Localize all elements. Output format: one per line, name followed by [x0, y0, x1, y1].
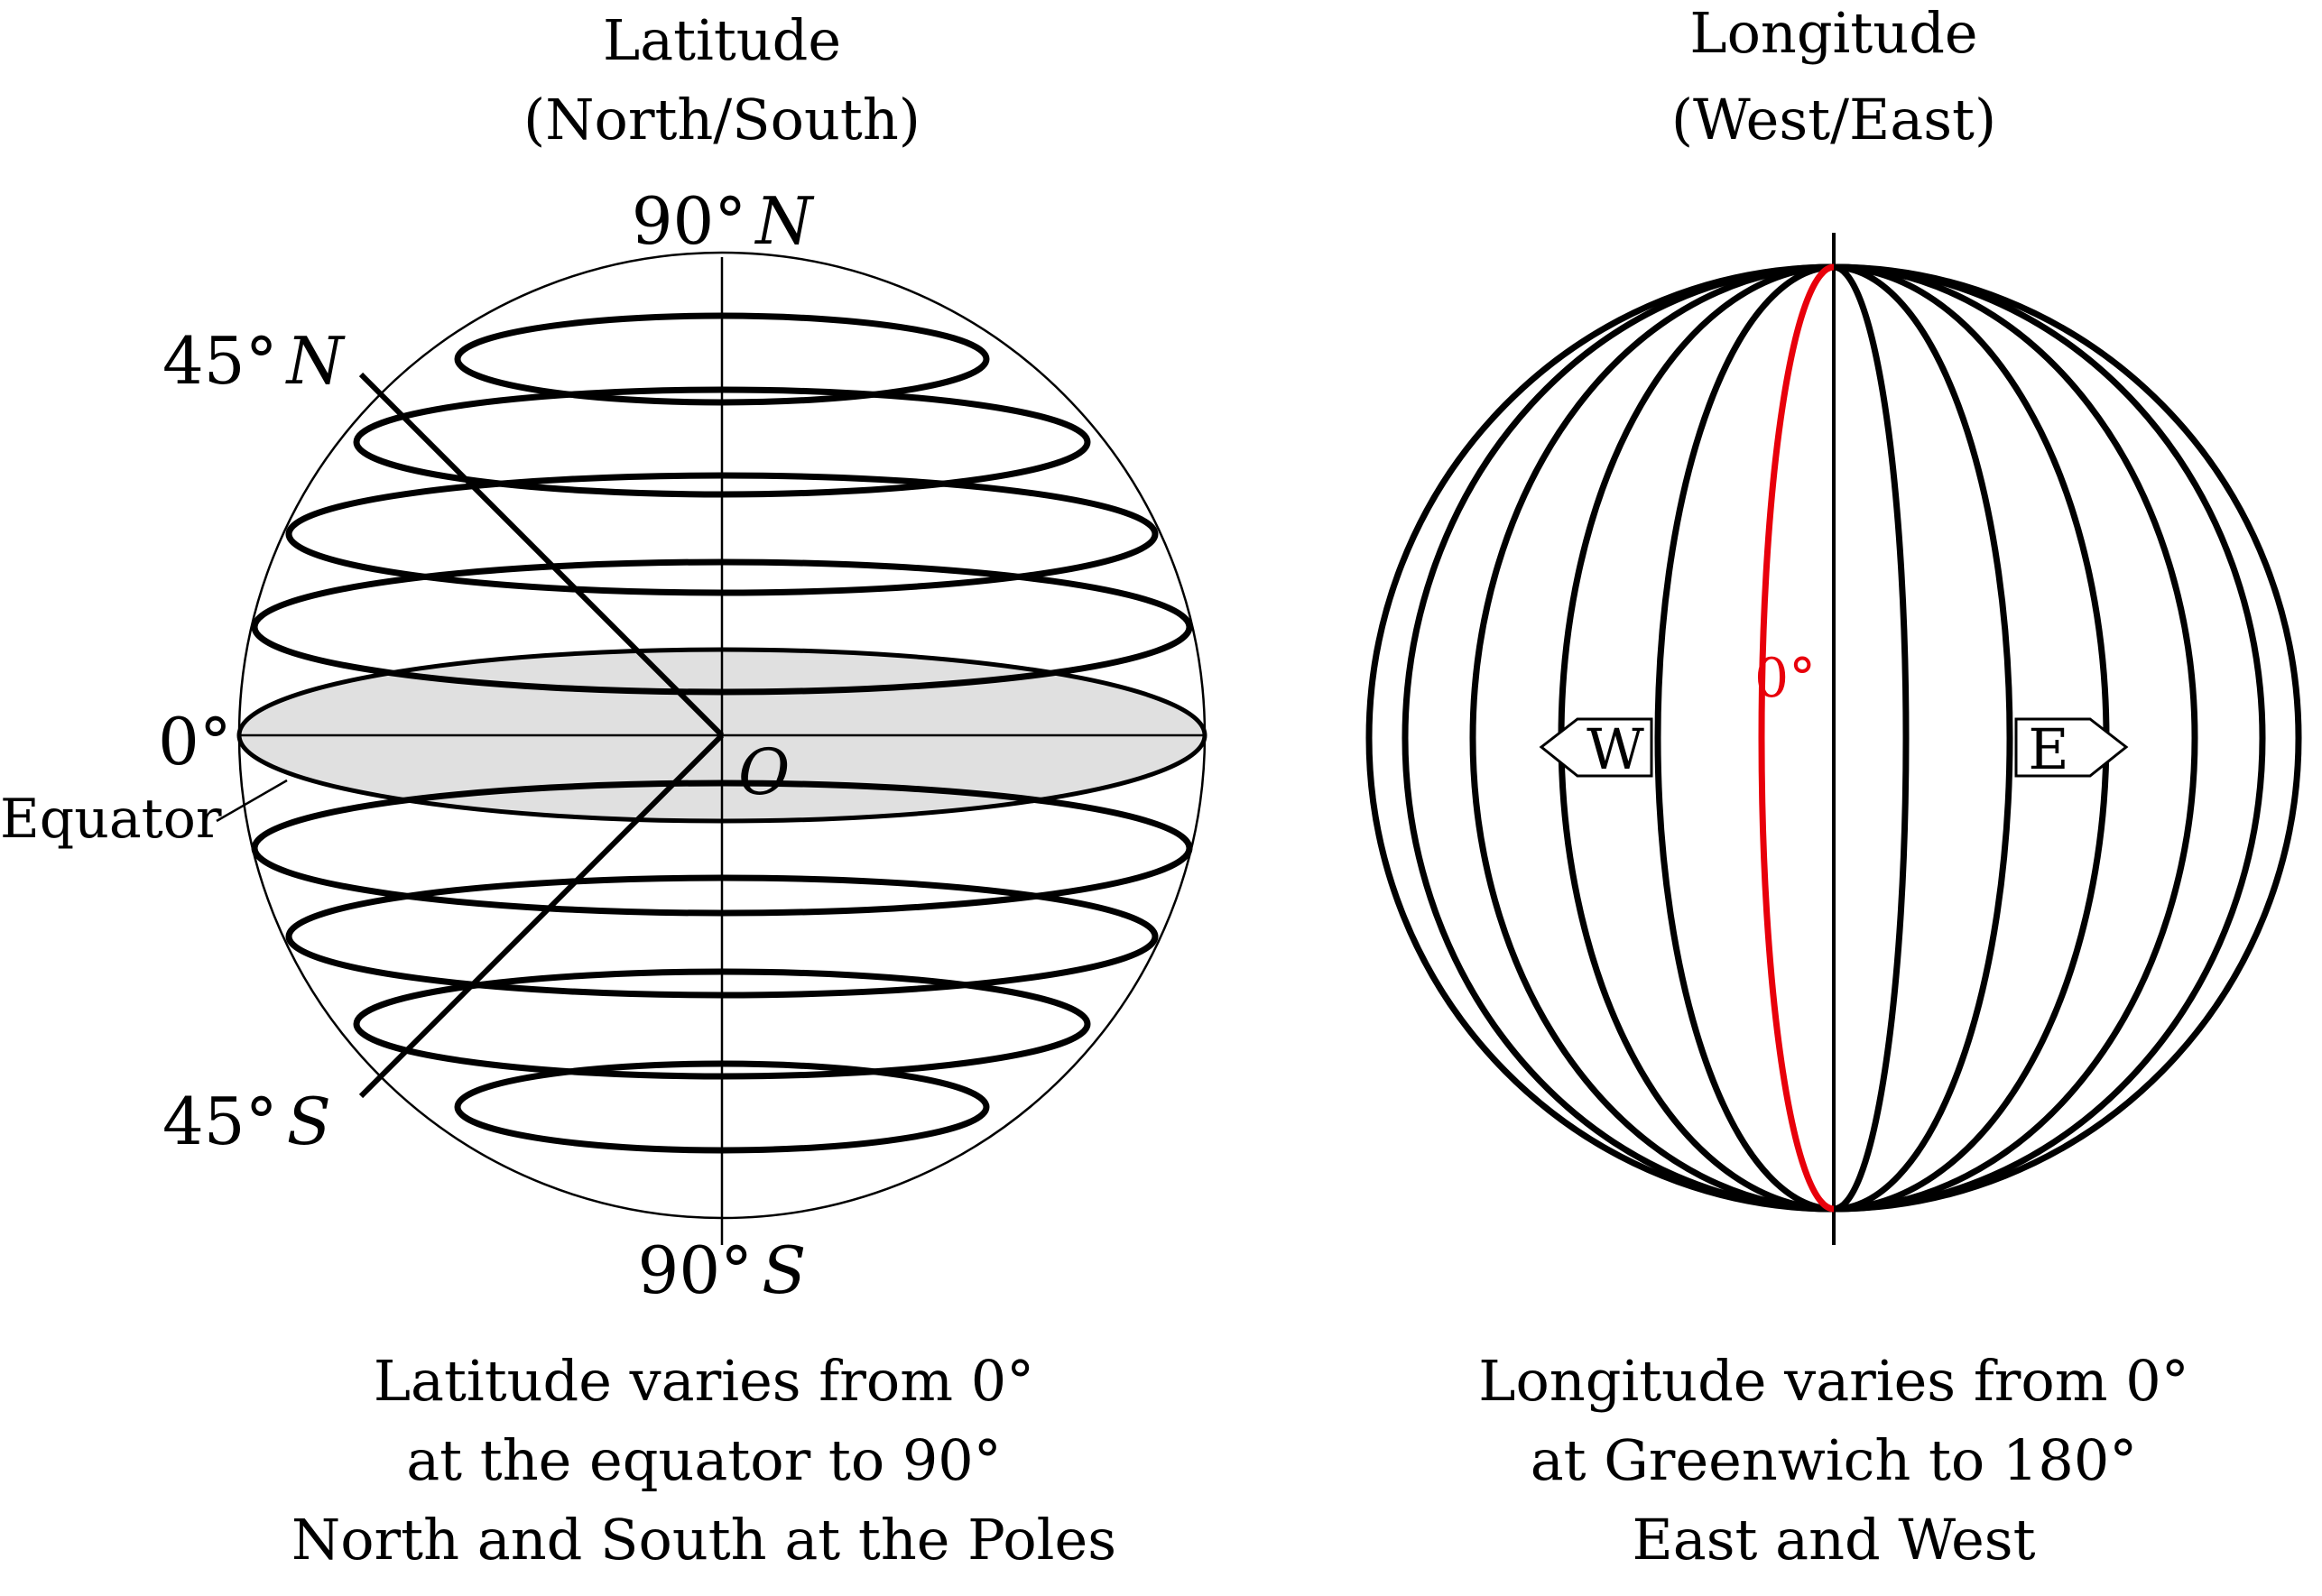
latitude-caption-line-1: Latitude varies from 0° [374, 1348, 1034, 1414]
longitude-caption-line-2: at Greenwich to 180° [1531, 1427, 2138, 1493]
latitude-circle-s2 [285, 874, 1159, 999]
latitude-caption-line-2: at the equator to 90° [406, 1427, 1002, 1493]
equator-pointer [216, 779, 288, 823]
prime-meridian [1758, 263, 1835, 1213]
west-label: W [1587, 716, 1644, 782]
latitude-circle-n3 [353, 386, 1091, 498]
longitude-caption-line-3: East and West [1632, 1507, 2035, 1573]
south-pole-label: 90°S [638, 1232, 807, 1308]
north-pole-label: 90°N [632, 183, 816, 259]
west-direction-marker: W [1539, 716, 1653, 782]
equator-label: Equator [0, 788, 222, 851]
latitude-circle-n2 [285, 472, 1159, 596]
angle-line-45s [358, 733, 725, 1099]
east-label: E [2028, 716, 2068, 782]
latitude-circle-s1 [251, 780, 1193, 917]
origin-label: O [738, 735, 790, 809]
longitude-title: Longitude [1689, 0, 1977, 66]
south-45-label: 45°S [162, 1084, 331, 1159]
latitude-circle-s3 [353, 968, 1091, 1080]
latitude-globe: Latitude (North/South) 90°N 45°N 45° [0, 7, 1207, 1573]
latitude-subtitle: (North/South) [523, 87, 920, 152]
north-45-label: 45°N [162, 323, 347, 399]
longitude-subtitle: (West/East) [1671, 87, 1996, 152]
prime-meridian-label: 0° [1754, 647, 1816, 710]
longitude-caption-line-1: Longitude varies from 0° [1478, 1348, 2188, 1414]
meridian-6-east [1833, 263, 1910, 1213]
longitude-globe: Longitude (West/East) 0° W E Longitude v… [1365, 0, 2302, 1573]
latitude-circle-n1 [251, 558, 1193, 696]
latitude-circle-n4 [454, 312, 990, 406]
zero-degree-label: 0° [158, 704, 232, 780]
east-direction-marker: E [2014, 716, 2129, 782]
latitude-circle-s4 [454, 1060, 990, 1154]
latitude-title: Latitude [603, 7, 841, 73]
angle-line-45n [358, 372, 725, 738]
latitude-caption-line-3: North and South at the Poles [291, 1507, 1116, 1573]
